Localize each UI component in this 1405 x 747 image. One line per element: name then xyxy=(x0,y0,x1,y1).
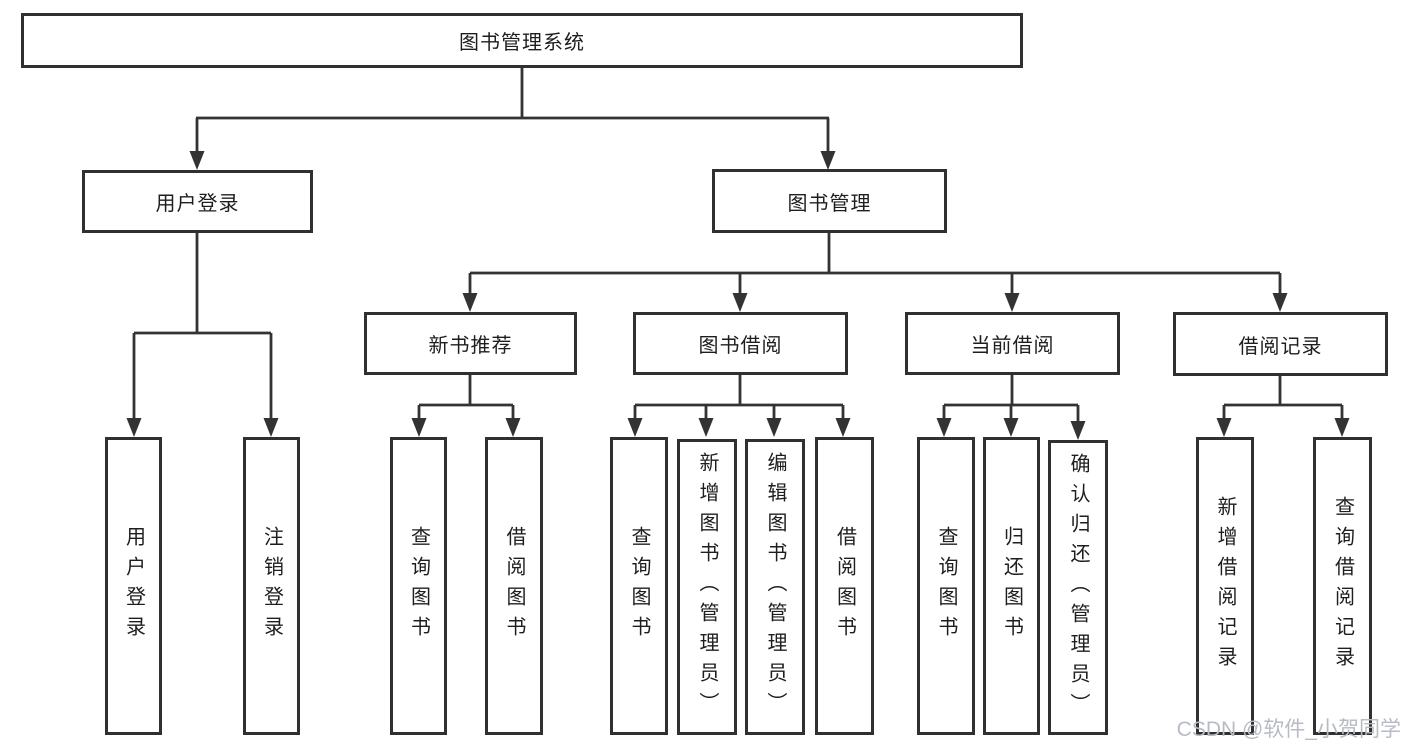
node-leaf-logout: 注销登录 xyxy=(243,437,300,735)
node-leaf-confirm-return: 确认归还（管理员） xyxy=(1048,440,1108,735)
node-leaf-add-borrow-record: 新增借阅记录 xyxy=(1196,437,1254,735)
node-leaf-query-books-3: 查询图书 xyxy=(917,437,975,735)
node-leaf-query-books-1: 查询图书 xyxy=(390,437,447,735)
node-leaf-edit-books: 编辑图书（管理员） xyxy=(745,439,805,735)
node-user-login: 用户登录 xyxy=(82,170,313,233)
node-leaf-query-books-2: 查询图书 xyxy=(610,437,668,735)
node-root: 图书管理系统 xyxy=(21,13,1023,68)
node-leaf-borrow-books-2: 借阅图书 xyxy=(815,437,874,735)
node-book-borrow: 图书借阅 xyxy=(633,312,848,375)
node-borrow-records: 借阅记录 xyxy=(1173,312,1388,376)
node-leaf-query-borrow-record: 查询借阅记录 xyxy=(1313,437,1372,735)
node-leaf-return-books: 归还图书 xyxy=(983,437,1040,735)
node-current-borrow: 当前借阅 xyxy=(905,312,1120,375)
node-leaf-borrow-books-1: 借阅图书 xyxy=(485,437,543,735)
watermark: CSDN @软件_小贺同学 xyxy=(1176,718,1401,741)
node-new-book-recommend: 新书推荐 xyxy=(364,312,577,375)
node-book-management: 图书管理 xyxy=(712,169,947,233)
node-leaf-user-login: 用户登录 xyxy=(105,437,162,735)
node-leaf-add-books: 新增图书（管理员） xyxy=(677,439,737,735)
